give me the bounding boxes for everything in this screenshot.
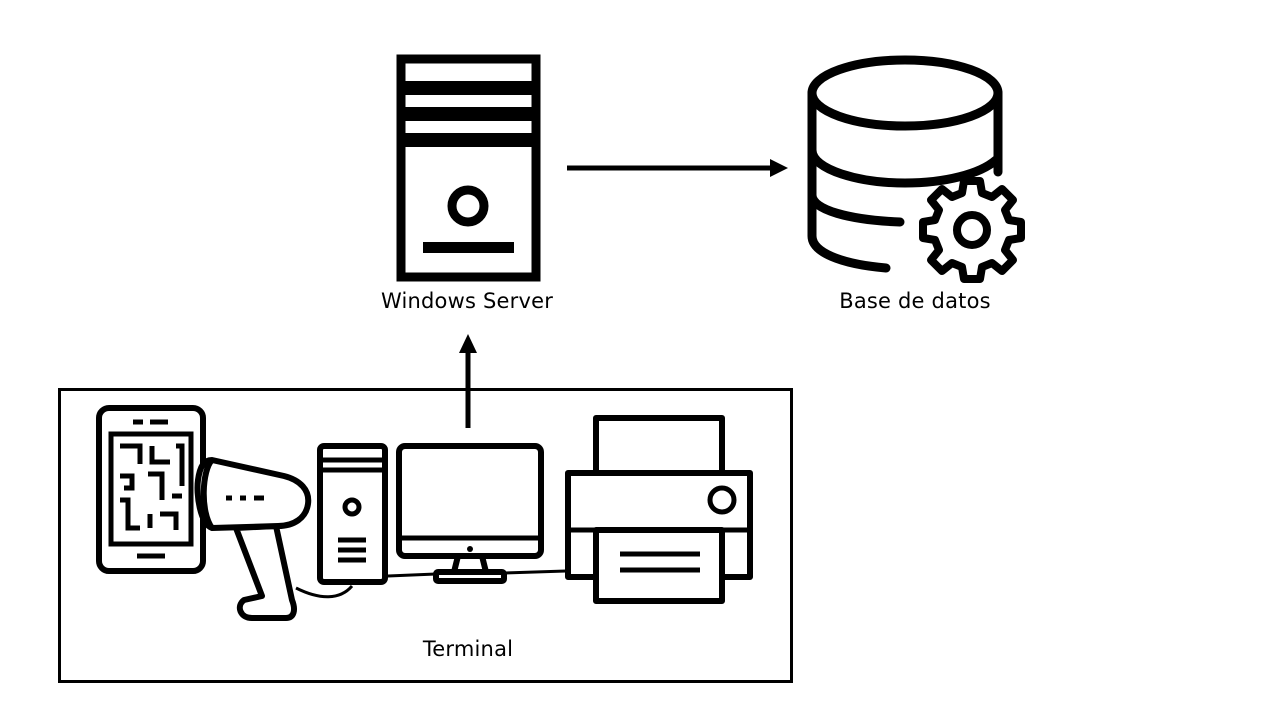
server-label: Windows Server [380, 289, 554, 313]
terminal-label: Terminal [422, 637, 514, 661]
server-tower-icon [396, 54, 541, 282]
desktop-tower-icon [317, 443, 388, 585]
edge-server-to-database [567, 159, 788, 177]
database-label: Base de datos [839, 289, 991, 313]
monitor-icon [387, 443, 567, 584]
database-gear-icon [807, 55, 1025, 283]
barcode-scanner-icon [194, 457, 354, 621]
smartphone-qr-icon [96, 405, 206, 574]
printer-icon [565, 415, 753, 604]
terminal-group-box [58, 388, 793, 683]
edge-terminal-to-server [459, 334, 477, 428]
